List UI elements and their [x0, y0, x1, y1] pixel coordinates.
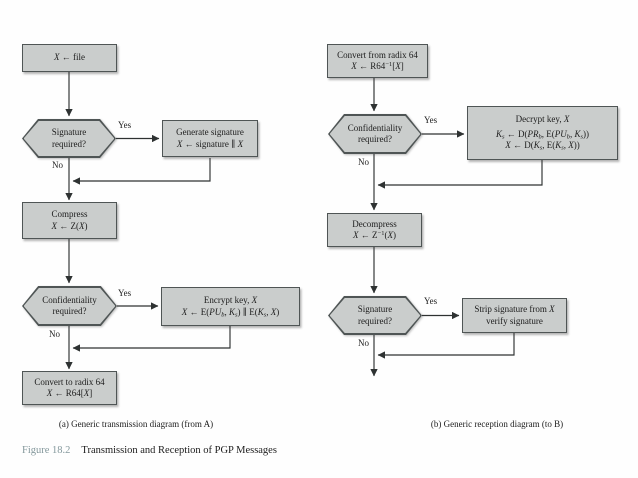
- text-line: Convert to radix 64: [34, 376, 105, 387]
- hexagon-fill: [23, 287, 116, 325]
- text-line: required?: [52, 306, 87, 316]
- text-line: X ← E(PUb, Ks) ∥ E(Ks, X): [181, 306, 280, 319]
- text-line: Convert from radix 64: [337, 49, 418, 60]
- node-file: X ← file: [22, 44, 117, 72]
- text-line: Confidentiality: [347, 122, 403, 133]
- figure-number: Figure 18.2: [22, 445, 71, 456]
- text-line: Strip signature from X: [474, 304, 555, 314]
- text-line: Compress: [51, 209, 88, 219]
- node-decrypt-key-text: Decrypt key, X Ks ← D(PRb, E(PUb, Ks))X ←…: [468, 114, 617, 152]
- text-line: X ← Z−1(X): [353, 229, 396, 240]
- text-line: X ← signature ∥ X: [176, 138, 244, 149]
- caption-transmission: (a) Generic transmission diagram (from A…: [58, 419, 214, 429]
- text-line: Decrypt key, X: [515, 114, 570, 125]
- text-line: X ← D(Ks, E(Ks, X)): [505, 140, 580, 152]
- figure-caption: Figure 18.2 Transmission and Reception of…: [22, 444, 277, 457]
- label-yes-confidentiality-b: Yes: [424, 115, 438, 125]
- label-no-signature-b: No: [358, 338, 369, 348]
- arrow-generate-join-mainline: [72, 158, 211, 185]
- hexagon-fill: [329, 115, 421, 153]
- label-yes-confidentiality-a: Yes: [118, 288, 132, 298]
- label-yes-signature-b: Yes: [424, 296, 438, 306]
- label-no-signature-a: No: [52, 160, 63, 170]
- text-line: Encrypt key, X: [203, 295, 258, 305]
- arrow-decrypt-join-mainline: [377, 160, 543, 189]
- text-line: X ← R64−1[X]: [351, 60, 404, 71]
- text-line: verify signature: [486, 315, 543, 326]
- hexagon-fill: [23, 120, 115, 157]
- text-line: X ← file: [54, 52, 85, 63]
- node-file-text: X ← file: [23, 52, 116, 64]
- caption-reception: (b) Generic reception diagram (to B): [430, 419, 564, 429]
- text-line: required?: [358, 315, 392, 326]
- text-line: Generate signature: [176, 127, 244, 137]
- text-line: Decompress: [352, 218, 397, 229]
- text-line: Signature: [357, 304, 393, 314]
- hexagon-fill: [329, 297, 421, 334]
- figure-title: Transmission and Reception of PGP Messag…: [81, 445, 277, 456]
- text-line: X ← R64[X]: [46, 388, 93, 398]
- text-line: Signature: [51, 127, 87, 137]
- text-line: Confidentiality: [42, 294, 97, 305]
- label-yes-signature-a: Yes: [118, 120, 132, 130]
- node-decrypt-key: Decrypt key, X Ks ← D(PRb, E(PUb, Ks))X ←…: [467, 106, 618, 160]
- text-line: required?: [52, 138, 86, 149]
- label-no-confidentiality-a: No: [49, 329, 60, 339]
- text-line: Ks ← D(PRb, E(PUb, Ks)): [495, 128, 590, 141]
- text-line: X ← Z(X): [51, 220, 88, 231]
- text-line: required?: [358, 134, 392, 144]
- label-no-confidentiality-b: No: [358, 157, 369, 167]
- arrow-encrypt-join-mainline: [72, 326, 231, 352]
- arrow-strip-join-mainline: [377, 333, 515, 359]
